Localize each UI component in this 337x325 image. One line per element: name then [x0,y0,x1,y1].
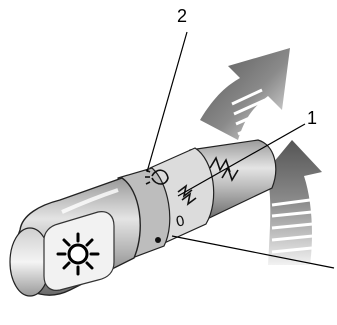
headlamp-sun-icon [58,234,98,274]
upper-direction-arrow-icon [200,48,290,140]
position-dot [155,237,161,243]
callout-1-label: 1 [307,108,317,128]
callout-2-leader [147,32,187,172]
callout-2-label: 2 [177,6,187,26]
